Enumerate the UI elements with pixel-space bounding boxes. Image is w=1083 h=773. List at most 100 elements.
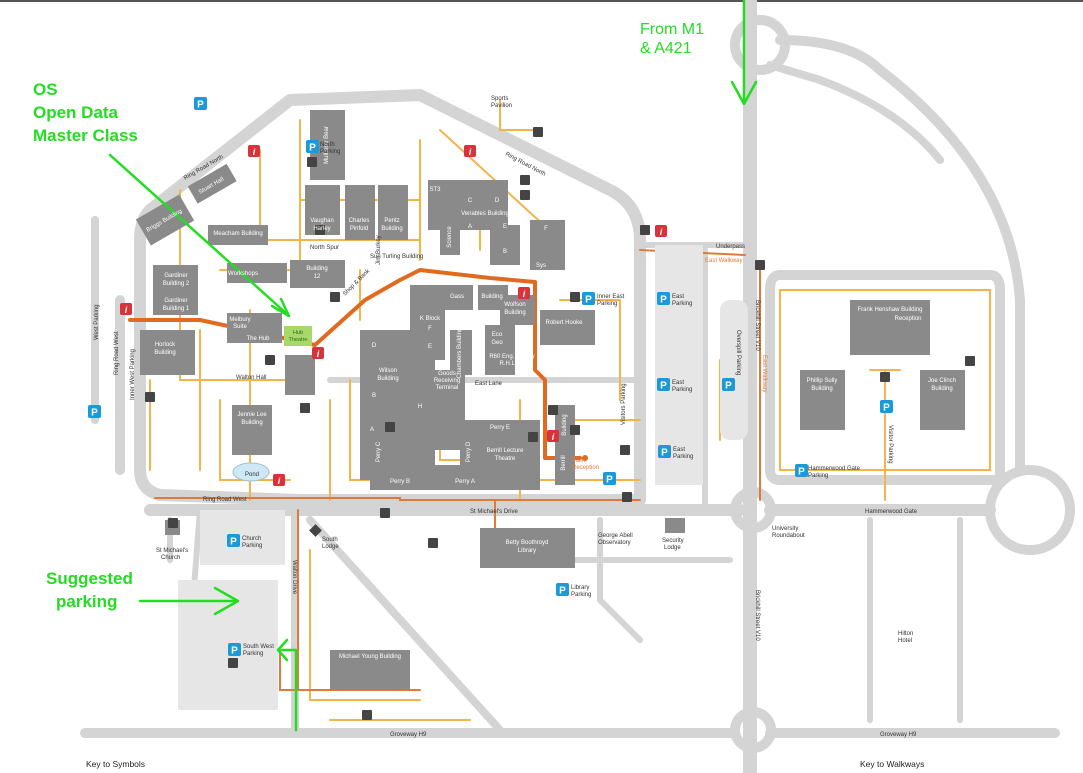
suggested-text-2: parking	[56, 592, 117, 611]
svg-text:i: i	[523, 289, 526, 299]
building-east-label: Building	[562, 414, 568, 435]
info-icons: i i i i i i i i	[120, 145, 667, 486]
church-parking-label-1: Church	[242, 536, 261, 542]
info-icon-6: i	[312, 347, 324, 359]
ring-road-west-h-label: Ring Road West	[203, 497, 247, 503]
underpass-label: Underpass	[716, 244, 745, 250]
pinfold-label-1: Charles	[349, 218, 370, 224]
map-labels-dark: Sports Pavilion North Parking Inner East…	[156, 96, 918, 738]
jennie-lee-label-2: Building	[241, 420, 262, 426]
lift-icon-1	[528, 432, 538, 442]
church-parking-label-2: Parking	[242, 543, 262, 549]
svg-text:i: i	[278, 476, 281, 486]
betty-label-1: Betty Boothroyd	[506, 540, 549, 546]
perry-a-label: Perry A	[455, 479, 475, 485]
michael-young-label: Michael Young Building	[339, 654, 401, 660]
southwest-parking-label-1: South West	[243, 644, 274, 650]
eco-geo-label-1: Eco	[492, 332, 503, 338]
walton-drive-label: Walton Drive	[291, 560, 297, 595]
key-to-symbols: Key to Symbols	[86, 759, 145, 769]
buildings	[135, 110, 965, 690]
main-reception-label-1: Main	[572, 458, 585, 464]
horlock-block	[140, 330, 195, 375]
bike-icon-8	[640, 225, 650, 235]
suggested-text-1: Suggested	[46, 569, 133, 588]
betty-label-2: Library	[518, 548, 536, 554]
parking-icon-nw: P	[194, 97, 207, 111]
robert-hooke-block	[540, 310, 595, 345]
b2-label: B	[372, 393, 376, 399]
security-lodge-block	[665, 518, 685, 533]
inner-east-label-1: Inner East	[597, 294, 625, 300]
gass-label: Gass	[450, 294, 464, 300]
os-text-3: Master Class	[33, 126, 138, 145]
jennie-lee-label-1: Jennie Lee	[237, 412, 267, 418]
university-roundabout-label-2: Roundabout	[772, 533, 805, 539]
from-m1-text-1: From M1	[640, 21, 704, 38]
svg-text:P: P	[309, 143, 316, 154]
ring-road-west-v-label: Ring Road West	[114, 331, 120, 375]
hub-theatre-labels: Hub Theatre	[289, 330, 308, 343]
f1-label: F	[544, 226, 548, 232]
bike-icon-1	[520, 175, 530, 185]
c2-label: C	[342, 357, 347, 363]
svg-text:i: i	[660, 227, 663, 237]
suggested-parking-arrow	[138, 586, 240, 616]
parking-icon-east-2: P	[657, 378, 670, 392]
hilton-label-1: Hilton	[898, 631, 913, 637]
east-walkway-v-label: East Walkway	[761, 355, 767, 392]
meacham-label: Meacham Building	[213, 231, 262, 237]
parking-icon-church: P	[227, 534, 240, 548]
philip-sully-label-1: Phillip Sully	[807, 378, 838, 384]
east-parking-label-1: East	[672, 294, 684, 300]
goods-label-2: Receiving	[434, 378, 460, 384]
walton-hall-label: Walton Hall	[236, 375, 266, 381]
accessible-icon-2	[570, 292, 580, 302]
inner-west-parking-label: Inner West Parking	[130, 349, 136, 400]
melbury-label-2: Suite	[233, 324, 247, 330]
svg-text:P: P	[661, 448, 668, 459]
north-parking-label-1: North	[320, 142, 335, 148]
accessible-icon-4	[300, 403, 310, 413]
accessible-icon-7	[228, 658, 238, 668]
hammerwood-parking-label-1: Hammerwood Gate	[808, 466, 861, 472]
from-m1-text-2: & A421	[640, 40, 692, 57]
animal-icon-2	[428, 538, 438, 548]
bike-icon-5	[385, 422, 395, 432]
gardiner1-label-1: Gardiner	[164, 298, 187, 304]
science-label: Science	[447, 226, 453, 248]
sys-label: Sys	[536, 263, 546, 269]
visitors-parking-label: Visitors Parking	[621, 383, 627, 425]
svg-text:P: P	[606, 475, 613, 486]
st-michaels-church-label-2: Church	[161, 555, 180, 561]
parking-icon-east-3: P	[658, 445, 671, 459]
parking-icon-visitor-r: P	[880, 400, 893, 414]
parking-areas	[178, 245, 748, 710]
bike-icon-3	[315, 225, 325, 235]
sports-pavilion-label-1: Sports	[491, 96, 508, 102]
library-parking-label-1: Library	[571, 585, 589, 591]
key-to-walkways: Key to Walkways	[860, 759, 924, 769]
d2-label: D	[372, 343, 377, 349]
bike-icon-9	[362, 710, 372, 720]
east-parking-label-2: Parking	[672, 301, 692, 307]
mulberry-bear-label: Mulberry Bear	[324, 126, 330, 164]
north-parking-label-2: Parking	[320, 149, 340, 155]
parking-icon-inner-east: P	[582, 292, 595, 306]
r60-label-1: R60 Eng. Facility	[489, 354, 534, 360]
svg-text:P: P	[660, 295, 667, 306]
library-parking-label-2: Parking	[571, 592, 591, 598]
bike-icon-6	[548, 405, 558, 415]
north-spur-label: North Spur	[310, 245, 339, 251]
svg-text:P: P	[559, 586, 566, 597]
stuart-hall-block	[187, 163, 237, 204]
f2-label: F	[428, 326, 432, 332]
parking-icon-overspill: P	[722, 378, 735, 392]
info-icon-5: i	[518, 287, 530, 299]
e2-label: E	[428, 344, 432, 350]
building-gass-label: Building	[481, 294, 502, 300]
east-walkway-label: East Walkway	[705, 258, 742, 264]
building12-block	[290, 260, 345, 288]
gardiner1-block	[153, 293, 198, 315]
info-icon-3: i	[655, 225, 667, 237]
